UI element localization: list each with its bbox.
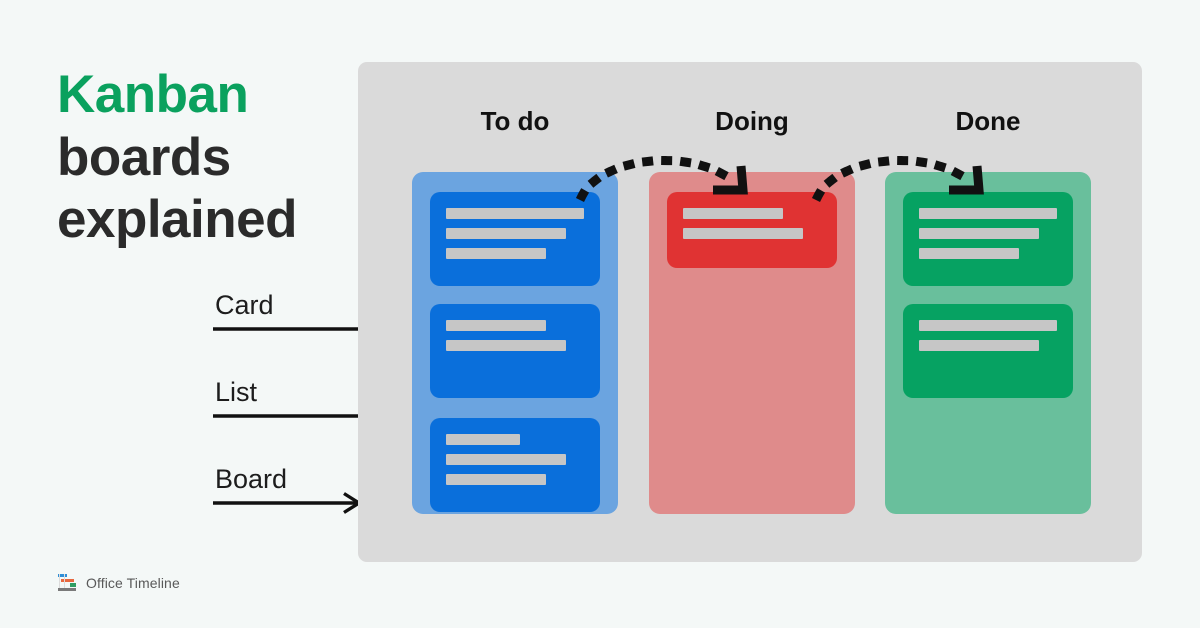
gantt-chart-icon bbox=[56, 572, 78, 594]
kanban-card[interactable] bbox=[430, 192, 600, 286]
kanban-board: To do Doing Done bbox=[358, 62, 1142, 562]
card-line bbox=[446, 454, 566, 465]
card-line bbox=[683, 228, 803, 239]
kanban-card[interactable] bbox=[667, 192, 837, 268]
column-header-done: Done bbox=[955, 106, 1021, 136]
kanban-card[interactable] bbox=[430, 304, 600, 398]
title-highlight-word: Kanban bbox=[57, 65, 249, 124]
callout-label-board: Board bbox=[215, 464, 288, 494]
card-line bbox=[446, 434, 520, 445]
column-header-doing: Doing bbox=[715, 106, 789, 136]
callout-label-list: List bbox=[215, 377, 258, 407]
kanban-card[interactable] bbox=[903, 192, 1073, 286]
brand-name: Office Timeline bbox=[86, 575, 180, 591]
column-header-todo: To do bbox=[480, 106, 550, 136]
page-title: Kanban boards explained bbox=[57, 64, 357, 252]
card-line bbox=[919, 340, 1039, 351]
card-line bbox=[683, 208, 783, 219]
card-line bbox=[919, 320, 1057, 331]
card-line bbox=[446, 340, 566, 351]
card-line bbox=[919, 228, 1039, 239]
callout-label-card: Card bbox=[215, 290, 274, 320]
card-line bbox=[446, 228, 566, 239]
card-line bbox=[446, 320, 546, 331]
callout-arrow-board bbox=[213, 492, 363, 514]
kanban-card[interactable] bbox=[903, 304, 1073, 398]
title-line-2: boards bbox=[57, 127, 231, 187]
card-line bbox=[446, 208, 584, 219]
card-line bbox=[919, 248, 1019, 259]
kanban-column-todo[interactable] bbox=[412, 172, 618, 514]
card-line bbox=[919, 208, 1057, 219]
card-line bbox=[446, 248, 546, 259]
title-line-3: explained bbox=[57, 190, 297, 250]
kanban-column-doing[interactable] bbox=[649, 172, 855, 514]
footer-brand: Office Timeline bbox=[56, 572, 180, 594]
kanban-column-done[interactable] bbox=[885, 172, 1091, 514]
kanban-card[interactable] bbox=[430, 418, 600, 512]
card-line bbox=[446, 474, 546, 485]
